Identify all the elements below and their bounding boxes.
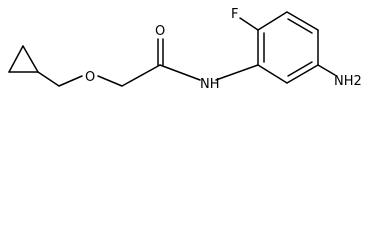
structure-diagram: O O NH F NH2 — [8, 7, 362, 92]
bond-ring-f — [239, 17, 259, 31]
bond-ch2-co — [121, 64, 161, 87]
atom-oxygen-carbonyl: O — [155, 24, 165, 39]
bond-ch2-o — [58, 75, 83, 87]
atom-oxygen-ether: O — [85, 70, 95, 85]
bond-ring-2 — [257, 11, 288, 31]
bond-cp-2 — [8, 45, 24, 73]
bond-ring-inner-3 — [287, 61, 313, 77]
atom-amide-nh: NH — [200, 77, 220, 92]
bond-c-ch2 — [37, 71, 60, 87]
bond-c-nh — [159, 64, 201, 81]
atom-labels: O O NH F NH2 — [85, 7, 362, 92]
bond-ring-inner-2 — [287, 18, 313, 34]
bond-ring-6 — [257, 64, 288, 84]
bond-ring-3 — [286, 11, 319, 31]
bond-o-ch2 — [97, 75, 123, 87]
bonds — [8, 11, 336, 87]
bond-ring-5 — [286, 64, 319, 84]
atom-amino: NH2 — [334, 74, 362, 89]
bond-ring-nh2 — [317, 64, 336, 76]
atom-fluorine: F — [231, 7, 238, 22]
bond-cp-3 — [22, 45, 39, 73]
bond-nh-ring — [215, 64, 259, 81]
